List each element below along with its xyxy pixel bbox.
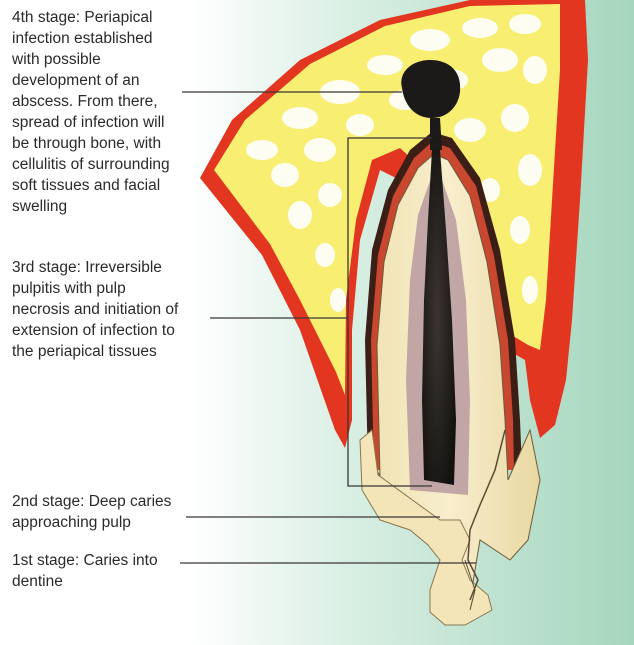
stage1-label: 1st stage: Caries into dentine (12, 550, 158, 592)
stage4-label: 4th stage: Periapical infection establis… (12, 7, 170, 217)
root-canal (430, 118, 442, 150)
stage3-label: 3rd stage: Irreversible pulpitis with pu… (12, 257, 178, 362)
stage2-label: 2nd stage: Deep caries approaching pulp (12, 491, 171, 533)
